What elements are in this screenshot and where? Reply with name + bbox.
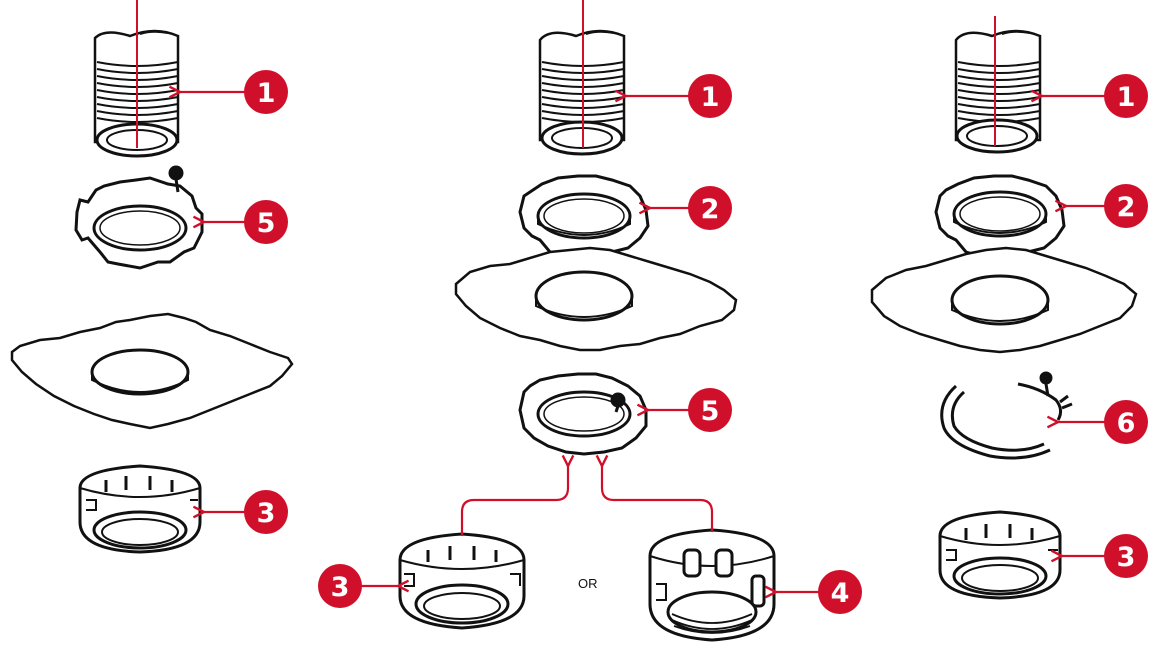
bushing bbox=[78, 464, 202, 554]
svg-text:3: 3 bbox=[257, 498, 276, 529]
svg-text:2: 2 bbox=[701, 194, 720, 225]
grounding-clip bbox=[940, 371, 1073, 460]
alternative-label: OR bbox=[578, 576, 598, 591]
callout-arrow bbox=[360, 96, 820, 592]
callout-badge-1: 1 bbox=[688, 74, 732, 118]
callout-badge-4: 4 bbox=[818, 570, 862, 614]
enclosure-wall bbox=[454, 246, 738, 352]
callout-arrow bbox=[180, 92, 246, 512]
svg-text:5: 5 bbox=[701, 396, 720, 427]
svg-text:1: 1 bbox=[701, 82, 720, 113]
locknut bbox=[934, 174, 1066, 260]
svg-text:2: 2 bbox=[1117, 192, 1136, 223]
svg-text:3: 3 bbox=[1117, 542, 1136, 573]
bushing bbox=[938, 510, 1062, 600]
callout-badge-5: 5 bbox=[688, 388, 732, 432]
callout-badge-3: 3 bbox=[1104, 534, 1148, 578]
center-assembly: OR 1 2 5 3 bbox=[318, 0, 862, 642]
enclosure-wall bbox=[870, 246, 1138, 354]
callout-badge-2: 2 bbox=[1104, 184, 1148, 228]
left-assembly: 1 5 3 bbox=[10, 0, 294, 554]
svg-text:6: 6 bbox=[1117, 408, 1136, 439]
connector-arrow bbox=[460, 466, 714, 536]
right-assembly: 1 2 6 3 bbox=[870, 16, 1148, 600]
svg-text:1: 1 bbox=[1117, 82, 1136, 113]
callout-badge-6: 6 bbox=[1104, 400, 1148, 444]
grounding-locknut bbox=[518, 372, 648, 456]
conduit-pipe bbox=[954, 29, 1042, 154]
enclosure-wall bbox=[10, 312, 294, 430]
callout-badge-5: 5 bbox=[244, 200, 288, 244]
callout-badge-3: 3 bbox=[244, 490, 288, 534]
callout-arrow bbox=[1042, 96, 1106, 556]
bushing bbox=[398, 532, 526, 630]
callout-badge-1: 1 bbox=[244, 70, 288, 114]
grounding-locknut bbox=[74, 165, 204, 270]
svg-text:4: 4 bbox=[831, 578, 850, 609]
svg-text:3: 3 bbox=[331, 572, 350, 603]
callout-badge-3: 3 bbox=[318, 564, 362, 608]
svg-text:1: 1 bbox=[257, 78, 276, 109]
grounding-bushing bbox=[648, 528, 776, 642]
callout-badge-2: 2 bbox=[688, 186, 732, 230]
locknut bbox=[518, 174, 650, 260]
callout-badge-1: 1 bbox=[1104, 74, 1148, 118]
svg-text:5: 5 bbox=[257, 208, 276, 239]
